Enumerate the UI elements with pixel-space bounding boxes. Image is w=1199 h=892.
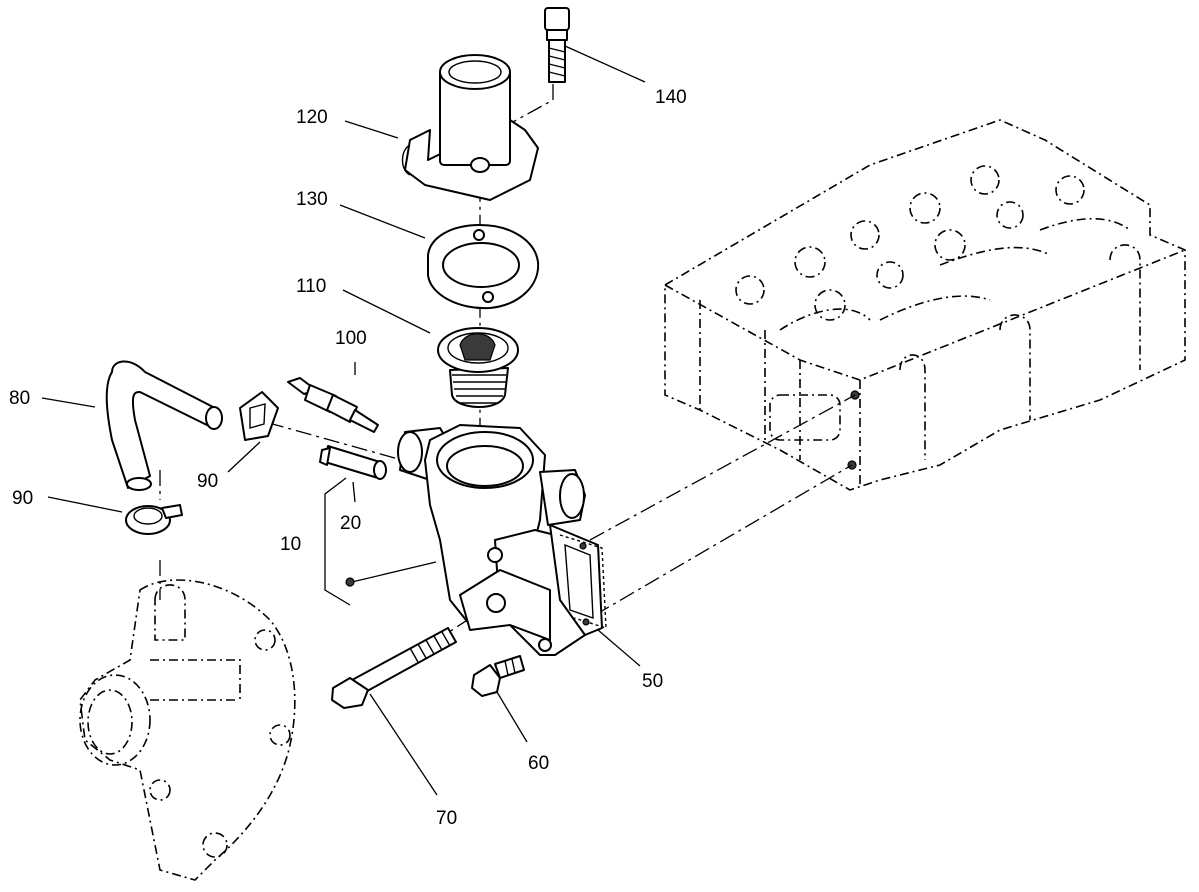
hose-clamp-part-90-lower — [125, 504, 183, 535]
cylinder-head-phantom — [664, 119, 1186, 491]
bolt-part-60 — [471, 655, 525, 697]
bolt-part-140 — [544, 7, 570, 83]
callout-120: 120 — [296, 107, 328, 128]
hose-clamp-part-90-upper — [239, 391, 279, 441]
callout-20: 20 — [340, 513, 361, 534]
hose-part-80 — [105, 360, 223, 491]
callout-80: 80 — [9, 388, 30, 409]
water-pump-phantom — [79, 579, 296, 881]
leader-lines — [41, 45, 646, 796]
gasket-part-130 — [427, 224, 540, 310]
sensor-plug-part-20 — [319, 445, 387, 480]
callout-70: 70 — [436, 808, 457, 829]
callout-labels: 140 120 130 110 100 80 90 90 20 10 50 60… — [9, 87, 687, 829]
callout-100: 100 — [335, 328, 367, 349]
callout-60: 60 — [528, 753, 549, 774]
callout-130: 130 — [296, 189, 328, 210]
thermostat-housing-part-10 — [397, 424, 603, 656]
callout-50: 50 — [642, 671, 663, 692]
thermostat-part-110 — [437, 327, 519, 408]
callout-140: 140 — [655, 87, 687, 108]
water-outlet-part-120 — [401, 54, 539, 201]
callout-90-upper: 90 — [197, 471, 218, 492]
callout-90-lower: 90 — [12, 488, 33, 509]
gasket-part-50 — [559, 534, 607, 629]
callout-10: 10 — [280, 534, 301, 555]
callout-110: 110 — [296, 276, 326, 297]
temperature-sender-part-100 — [287, 377, 379, 433]
bolt-part-70 — [331, 627, 457, 709]
